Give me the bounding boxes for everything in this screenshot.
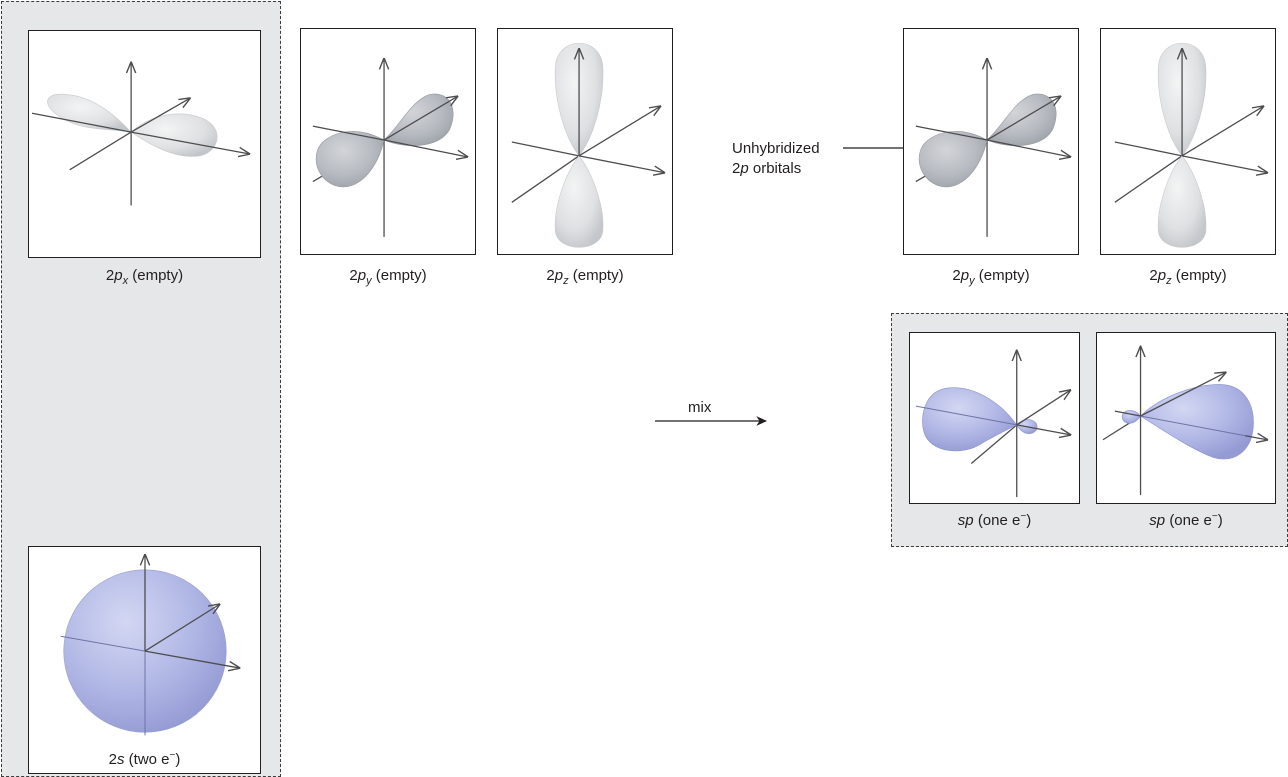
- orbital-2pz-panel: [497, 28, 673, 255]
- orbital-2s-caption: 2s (two e−): [108, 750, 181, 768]
- orbital-2s-panel: [28, 546, 261, 774]
- orbital-2pz-caption: 2pz (empty): [546, 267, 624, 287]
- sp-hybrid-2-drawing: [1102, 333, 1275, 496]
- orbital-2px-panel: [28, 30, 261, 258]
- orbital-2px-drawing: [31, 31, 260, 206]
- orbital-2px-caption: 2px (empty): [105, 267, 184, 287]
- mix-label: mix: [688, 399, 712, 416]
- orbital-2pz-drawing: [511, 43, 672, 248]
- unhybridized-2pz-caption: 2pz (empty): [1149, 267, 1227, 287]
- orbital-2py-drawing: [312, 29, 475, 237]
- sp-hybrid-2-caption: sp (one e−): [1149, 511, 1223, 529]
- unhybridized-2pz-drawing: [1114, 43, 1275, 248]
- unhybridized-2py-panel: [903, 28, 1079, 255]
- sp-hybrid-1-panel: [909, 332, 1080, 504]
- sp-hybrid-1-caption: sp (one e−): [957, 511, 1032, 529]
- orbital-2s-drawing: [60, 547, 260, 736]
- unhybridized-2pz-panel: [1100, 28, 1276, 255]
- unhybridized-label: Unhybridized 2p orbitals: [732, 140, 820, 177]
- unhybridized-2py-drawing: [915, 29, 1078, 237]
- sp-hybrid-2-panel: [1096, 332, 1276, 504]
- orbital-2py-panel: [300, 28, 476, 255]
- unhybridized-2py-caption: 2py (empty): [952, 267, 1030, 287]
- orbital-2py-caption: 2py (empty): [349, 267, 427, 287]
- sp-hybrid-1-drawing: [915, 333, 1079, 498]
